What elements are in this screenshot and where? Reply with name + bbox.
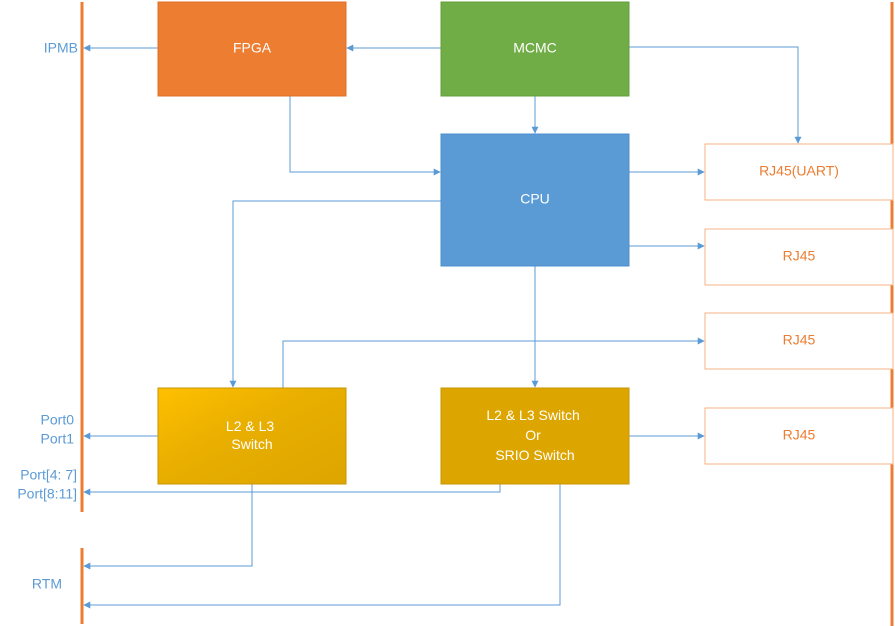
rj45-uart-box bbox=[704, 143, 894, 201]
connector-cpu-switch-left bbox=[229, 200, 441, 388]
port4-7-label: Port[4: 7] bbox=[20, 467, 77, 483]
switch-right-line-3: SRIO Switch bbox=[495, 447, 574, 463]
connector-fpga-cpu bbox=[289, 96, 441, 176]
rj45-3-label: RJ45 bbox=[783, 332, 816, 348]
switch-right-line-2: Or bbox=[525, 427, 541, 443]
switch-right-block bbox=[440, 387, 630, 485]
switch-left-label: L2 & L3 Switch bbox=[226, 418, 278, 452]
cpu-label: CPU bbox=[520, 191, 550, 207]
port0-label: Port0 bbox=[41, 412, 75, 428]
rj45-4-box bbox=[704, 407, 894, 465]
connector-switch-right-rtm bbox=[83, 484, 561, 609]
connector-switch-right-port4-11 bbox=[83, 484, 501, 496]
switch-right-label: L2 & L3 Switch Or SRIO Switch bbox=[486, 407, 583, 463]
connector-switch-left-rtm bbox=[83, 484, 253, 570]
rj45-uart-label: RJ45(UART) bbox=[759, 163, 839, 179]
connector-switch-left-rj45-3 bbox=[282, 337, 705, 388]
ipmb-label: IPMB bbox=[44, 40, 78, 56]
switch-right-line-1: L2 & L3 Switch bbox=[486, 407, 579, 423]
rj45-2-label: RJ45 bbox=[783, 248, 816, 264]
switch-left-block bbox=[157, 387, 347, 485]
fpga-label: FPGA bbox=[233, 40, 272, 56]
rj45-4-label: RJ45 bbox=[783, 427, 816, 443]
cpu-block bbox=[440, 133, 630, 267]
rj45-3-box bbox=[704, 312, 894, 370]
connector-mcmc-rj45-uart bbox=[628, 46, 802, 144]
fpga-block bbox=[157, 1, 347, 97]
rj45-2-box bbox=[704, 228, 894, 286]
mcmc-label: MCMC bbox=[513, 40, 557, 56]
mcmc-block bbox=[440, 1, 630, 97]
port1-label: Port1 bbox=[41, 431, 75, 447]
switch-left-line-2: Switch bbox=[231, 436, 272, 452]
switch-left-line-1: L2 & L3 bbox=[226, 418, 274, 434]
port8-11-label: Port[8:11] bbox=[17, 486, 77, 502]
rtm-label: RTM bbox=[32, 576, 62, 592]
